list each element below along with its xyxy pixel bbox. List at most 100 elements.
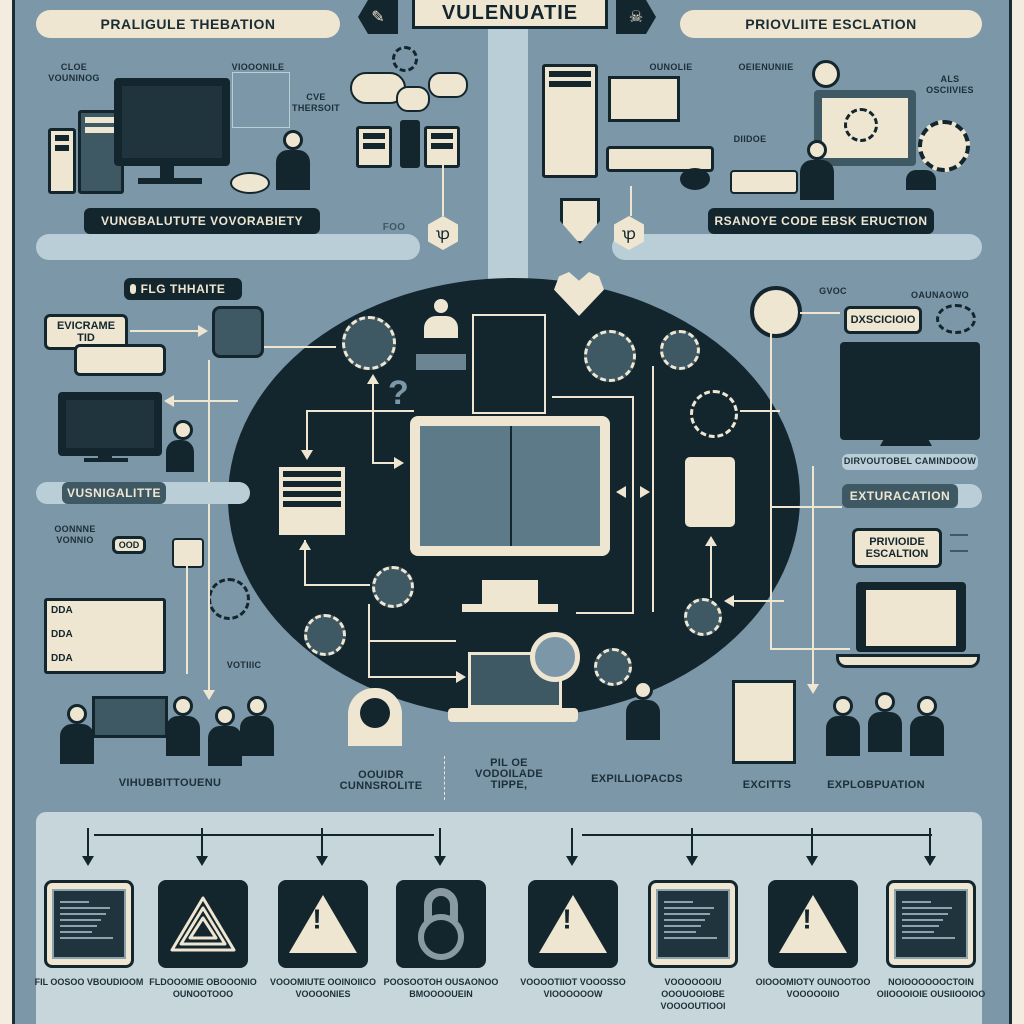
server-row-label: DDA xyxy=(51,653,73,664)
step-arrow-icon xyxy=(686,856,698,866)
step-tile xyxy=(396,880,486,968)
code-monitor xyxy=(114,78,230,166)
arrow-icon xyxy=(367,374,379,384)
label-oeienu: OEIENUNIIE xyxy=(738,62,794,72)
label-oaunaowo: OAUNAOWO xyxy=(911,290,969,300)
question-mark-icon: ? xyxy=(388,374,409,412)
app-icon xyxy=(212,306,264,358)
center-bottom-label-1: OOUIDR CUNNSROLITE xyxy=(339,769,423,792)
flow-line xyxy=(632,396,634,612)
step-connector xyxy=(94,834,434,836)
arrow-icon xyxy=(198,325,208,337)
step-tile xyxy=(44,880,134,968)
arrow-icon xyxy=(299,540,311,550)
arrow-icon xyxy=(164,395,174,407)
gear-small-icon xyxy=(936,304,976,334)
gear-large-icon xyxy=(918,120,970,172)
label-code: CLOE VOUNINOG xyxy=(48,62,100,83)
pc-tower-right xyxy=(542,64,598,178)
connector xyxy=(442,164,444,216)
step-label: VOOOOOOIU OOOUOOIOBE VOOOOUTIOOI xyxy=(660,977,726,1011)
cluster-icon xyxy=(172,538,204,568)
worker-figure xyxy=(208,706,242,766)
step-arrow-line xyxy=(439,828,441,858)
central-monitor-screen xyxy=(420,426,600,546)
virus-icon xyxy=(594,648,632,686)
step-arrow-icon xyxy=(434,856,446,866)
step-tile: ! xyxy=(768,880,858,968)
triangle-stroke xyxy=(188,916,218,940)
label-votiiic: VOTIIIC xyxy=(226,660,262,670)
top-left-section-tag: VUNGBALUTUTE VOVORABIETY xyxy=(84,208,320,234)
virus-icon xyxy=(690,390,738,438)
step-arrow-icon xyxy=(924,856,936,866)
central-monitor xyxy=(410,416,610,556)
exploit-figure xyxy=(626,680,660,740)
arrow-icon xyxy=(456,671,466,683)
laptop-right xyxy=(856,582,966,652)
right-bottom-label-2: EXPLOBPUATION xyxy=(827,779,925,791)
step-arrow-line xyxy=(691,828,693,858)
step-arrow-icon xyxy=(806,856,818,866)
step-arrow-line xyxy=(811,828,813,858)
top-left-bar xyxy=(36,234,420,260)
step-label: POOSOOTOH OUSAONOO BMOOOOUEIN xyxy=(383,977,499,999)
cloud-small-icon xyxy=(396,86,430,112)
flow-line xyxy=(800,312,840,314)
laptop-base xyxy=(448,708,578,722)
center-divider xyxy=(488,0,528,280)
code-screen-icon xyxy=(52,889,126,959)
flow-line xyxy=(812,466,814,686)
central-monitor-base xyxy=(462,604,558,612)
triangle-stroke xyxy=(179,906,227,946)
user-figure-left xyxy=(166,420,194,472)
flow-line xyxy=(372,462,396,464)
step-label: VOOOOTIIOT VOOOSSO VIOOOOOOW xyxy=(520,977,626,999)
virus-icon xyxy=(304,614,346,656)
virus-icon xyxy=(584,330,636,382)
flow-line xyxy=(174,400,238,402)
server-row-label: DDA xyxy=(51,629,73,640)
arrow-icon xyxy=(807,684,819,694)
monitor-stand xyxy=(98,450,112,458)
flow-line xyxy=(770,318,772,648)
triangle-icon xyxy=(170,896,236,952)
label-vulnerable: VIOOONILE xyxy=(231,62,285,72)
step-arrow-line xyxy=(571,828,573,858)
cloud-right-icon xyxy=(428,72,468,98)
left-column-tag: FLG THHAITE xyxy=(124,278,242,300)
step-arrow-icon xyxy=(196,856,208,866)
arrow-icon xyxy=(301,450,313,460)
padlock-body xyxy=(418,914,464,960)
flow-line xyxy=(652,366,654,612)
monitor-stand xyxy=(160,160,174,180)
code-screen-icon xyxy=(656,889,730,959)
server-rack-2 xyxy=(400,120,420,168)
monitor-caption-bar xyxy=(842,454,978,470)
top-right-bar xyxy=(612,234,982,260)
step-arrow-line xyxy=(321,828,323,858)
arrow-icon xyxy=(724,595,734,607)
flow-line xyxy=(186,564,188,674)
warning-icon: ! xyxy=(289,895,357,953)
virus-icon xyxy=(372,566,414,608)
virus-icon xyxy=(342,316,396,370)
mouse-icon xyxy=(230,172,270,194)
virus-icon xyxy=(660,330,700,370)
padlock-shackle xyxy=(424,888,458,921)
menu-icon xyxy=(950,534,968,552)
flow-line xyxy=(552,396,634,398)
warning-icon: ! xyxy=(779,895,847,953)
screen-split xyxy=(510,426,512,546)
step-arrow-icon xyxy=(82,856,94,866)
center-bottom-label-3: EXPILLIOPACDS xyxy=(591,773,683,785)
arrow-icon xyxy=(203,690,215,700)
side-tag: FOO xyxy=(382,222,406,233)
flow-line xyxy=(208,360,210,690)
top-right-banner: PRIOVLIITE ESCLATION xyxy=(680,10,982,38)
label-als: ALS OSCIIVIES xyxy=(926,74,974,95)
step-arrow-line xyxy=(201,828,203,858)
speech-ood: OOD xyxy=(112,536,146,554)
mouse-dark-icon xyxy=(680,168,710,190)
step-label: FIL OOSOO VBOUDIOOM xyxy=(34,977,144,987)
